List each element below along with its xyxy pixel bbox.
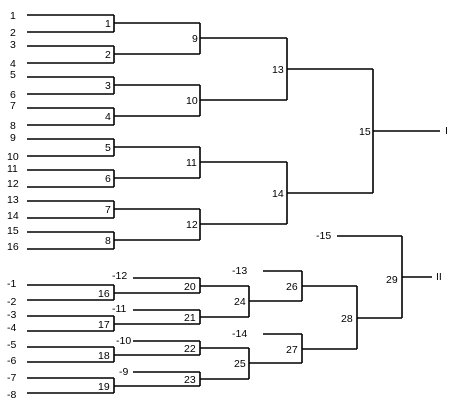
match-label: 8 bbox=[105, 235, 111, 247]
bracket-lines bbox=[27, 14, 440, 394]
first-place-label: I bbox=[445, 125, 448, 137]
lower-seed-labels: -1 -2 -3 -4 -5 -6 -7 -8 bbox=[7, 278, 16, 401]
seed-label: -6 bbox=[7, 355, 16, 367]
seed-label: 6 bbox=[10, 89, 16, 101]
match-number-labels: 1 2 3 4 5 6 7 8 9 10 11 12 13 14 15 16 1… bbox=[98, 18, 398, 393]
loser-label: -14 bbox=[232, 328, 247, 340]
match-label: 20 bbox=[184, 281, 196, 293]
match-label: 6 bbox=[105, 173, 111, 185]
match-label: 17 bbox=[98, 319, 110, 331]
seed-label: 2 bbox=[10, 27, 16, 39]
loser-label: -12 bbox=[112, 270, 127, 282]
place-labels: I II bbox=[436, 125, 448, 283]
match-label: 23 bbox=[184, 374, 196, 386]
seed-label: 3 bbox=[10, 39, 16, 51]
match-label: 2 bbox=[105, 49, 111, 61]
loser-label: -10 bbox=[116, 335, 131, 347]
seed-label: -2 bbox=[7, 296, 16, 308]
match-label: 27 bbox=[286, 344, 298, 356]
match-label: 16 bbox=[98, 288, 110, 300]
second-place-label: II bbox=[436, 271, 442, 283]
loser-label: -15 bbox=[316, 230, 331, 242]
match-label: 14 bbox=[272, 188, 284, 200]
upper-seed-labels: 1 2 3 4 5 6 7 8 9 10 11 12 13 14 15 16 bbox=[7, 10, 19, 253]
match-label: 4 bbox=[105, 111, 111, 123]
seed-label: 5 bbox=[10, 69, 16, 81]
match-label: 7 bbox=[105, 204, 111, 216]
match-label: 22 bbox=[184, 343, 196, 355]
match-label: 29 bbox=[386, 274, 398, 286]
seed-label: -4 bbox=[7, 322, 16, 334]
seed-label: 10 bbox=[7, 151, 19, 163]
seed-label: 4 bbox=[10, 58, 16, 70]
match-label: 11 bbox=[186, 157, 197, 169]
seed-label: 9 bbox=[10, 132, 16, 144]
seed-label: 11 bbox=[7, 163, 18, 175]
seed-label: 14 bbox=[7, 210, 19, 222]
seed-label: -7 bbox=[7, 372, 16, 384]
match-label: 13 bbox=[272, 64, 284, 76]
loser-label: -13 bbox=[232, 265, 247, 277]
loser-entry-labels: -12 -11 -10 -9 -13 -14 -15 bbox=[112, 230, 331, 378]
match-label: 24 bbox=[234, 296, 246, 308]
seed-label: -1 bbox=[7, 278, 16, 290]
loser-label: -9 bbox=[119, 366, 128, 378]
match-label: 26 bbox=[286, 281, 298, 293]
match-label: 15 bbox=[359, 126, 371, 138]
match-label: 1 bbox=[105, 18, 111, 30]
seed-label: 7 bbox=[10, 100, 16, 112]
seed-label: 12 bbox=[7, 178, 19, 190]
match-label: 19 bbox=[98, 381, 110, 393]
match-label: 5 bbox=[105, 142, 111, 154]
match-label: 3 bbox=[105, 80, 111, 92]
seed-label: 15 bbox=[7, 225, 19, 237]
match-label: 25 bbox=[234, 358, 246, 370]
match-label: 12 bbox=[186, 219, 198, 231]
seed-label: -8 bbox=[7, 389, 16, 401]
seed-label: -3 bbox=[7, 309, 16, 321]
loser-label: -11 bbox=[112, 303, 127, 315]
seed-label: 8 bbox=[10, 120, 16, 132]
match-label: 18 bbox=[98, 350, 110, 362]
seed-label: 1 bbox=[10, 10, 16, 22]
seed-label: 13 bbox=[7, 194, 19, 206]
match-label: 9 bbox=[192, 33, 198, 45]
match-label: 21 bbox=[184, 312, 196, 324]
match-label: 10 bbox=[186, 95, 198, 107]
match-label: 28 bbox=[341, 313, 353, 325]
seed-label: 16 bbox=[7, 241, 19, 253]
seed-label: -5 bbox=[7, 339, 16, 351]
